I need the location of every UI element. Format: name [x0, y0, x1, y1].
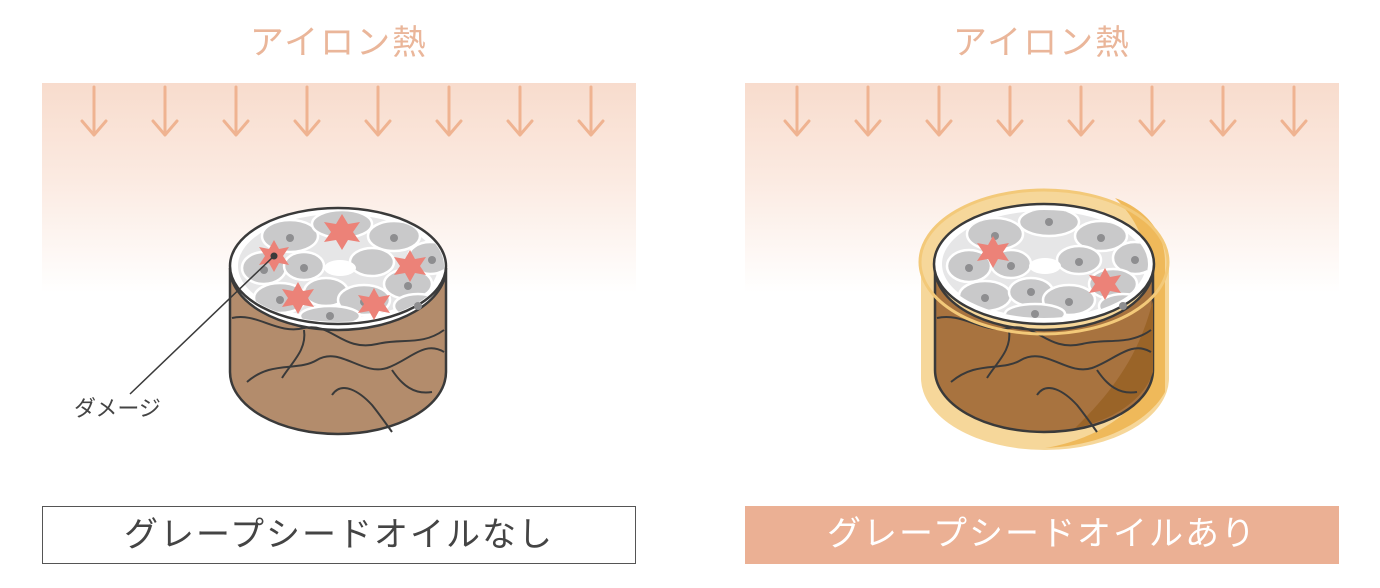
hair-cross-section-protected [918, 188, 1170, 450]
arrow-down-icon [505, 85, 535, 139]
medulla [324, 260, 356, 276]
arrow-down-icon [924, 85, 954, 139]
caption-with-oil: グレープシードオイルあり [745, 506, 1339, 564]
arrow-down-icon [1137, 85, 1167, 139]
arrow-down-icon [995, 85, 1025, 139]
arrow-down-icon [292, 85, 322, 139]
cell-nuclei [965, 218, 1139, 318]
medulla [1029, 258, 1061, 274]
star-burst-icon [977, 236, 1121, 300]
heat-label: アイロン熱 [952, 23, 1132, 63]
callout-line [129, 255, 275, 395]
arrow-down-icon [782, 85, 812, 139]
damage-callout-label: ダメージ [74, 397, 161, 422]
arrow-down-icon [1066, 85, 1096, 139]
hair-cross-section-damaged [129, 206, 448, 436]
panel-without-oil: アイロン熱 [42, 0, 636, 588]
arrow-down-icon [576, 85, 606, 139]
arrow-down-icon [853, 85, 883, 139]
arrow-down-icon [434, 85, 464, 139]
arrow-down-icon [1208, 85, 1238, 139]
caption-without-oil: グレープシードオイルなし [42, 506, 636, 564]
hair-cuticle-body [228, 267, 448, 436]
arrow-down-icon [150, 85, 180, 139]
arrow-down-icon [79, 85, 109, 139]
arrow-down-icon [221, 85, 251, 139]
arrow-down-icon [1279, 85, 1309, 139]
cell-nuclei [260, 220, 436, 320]
arrow-down-icon [363, 85, 393, 139]
heat-label: アイロン熱 [249, 23, 429, 63]
panel-with-oil: アイロン熱 [745, 0, 1339, 588]
